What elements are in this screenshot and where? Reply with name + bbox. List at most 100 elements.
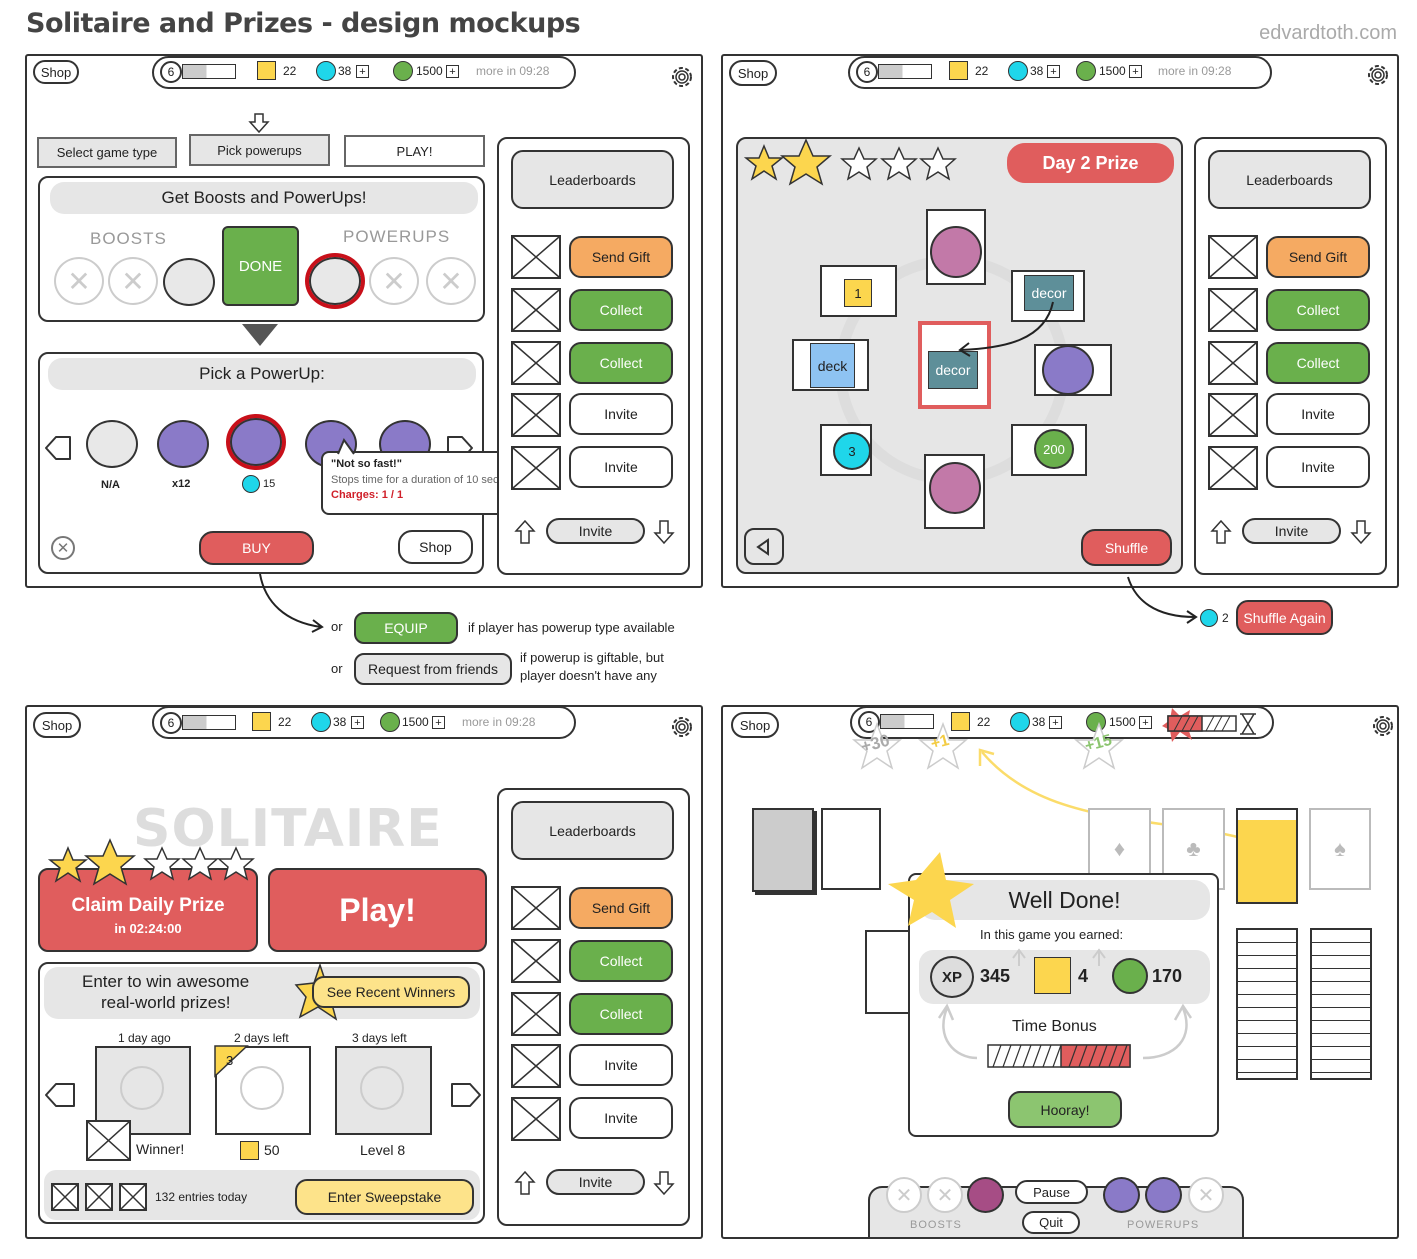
active-powerup[interactable] [1103, 1177, 1140, 1213]
invite-button[interactable]: Invite [569, 446, 673, 488]
powerup-slot-selected[interactable] [305, 253, 365, 309]
empty-powerup-slot-icon[interactable]: ✕ [426, 257, 476, 305]
arrow-up-icon[interactable] [514, 1170, 536, 1196]
enter-sweepstake-button[interactable]: Enter Sweepstake [295, 1179, 474, 1215]
tableau-pile[interactable] [1310, 928, 1372, 1080]
prize-time-label: 3 days left [352, 1031, 407, 1045]
send-gift-button[interactable]: Send Gift [1266, 236, 1370, 278]
add-gems-button[interactable]: + [351, 716, 364, 729]
arrow-right-icon[interactable] [450, 1081, 482, 1109]
add-gems-button[interactable]: + [1047, 65, 1060, 78]
collect-button[interactable]: Collect [569, 289, 673, 331]
shop-button[interactable]: Shop [398, 530, 473, 564]
hooray-button[interactable]: Hooray! [1008, 1091, 1122, 1128]
gem-count: 38 [338, 64, 352, 78]
request-from-friends-button[interactable]: Request from friends [354, 653, 512, 685]
powerup-na[interactable] [86, 420, 138, 468]
tableau-pile[interactable] [865, 930, 910, 1014]
arrow-down-icon[interactable] [653, 519, 675, 545]
level-badge: 6 [858, 711, 880, 733]
gear-icon[interactable] [1370, 713, 1396, 739]
empty-boost-slot-icon[interactable]: ✕ [108, 257, 158, 305]
arrow-up-icon[interactable] [514, 519, 536, 545]
powerup-prize [1042, 345, 1094, 395]
gear-icon[interactable] [1365, 62, 1391, 88]
foundation-highlighted[interactable] [1236, 808, 1298, 904]
shuffle-again-button[interactable]: Shuffle Again [1236, 600, 1333, 635]
leaderboards-button[interactable]: Leaderboards [511, 150, 674, 209]
friend-avatar-placeholder [511, 1097, 561, 1141]
shop-button[interactable]: Shop [33, 60, 79, 84]
arrow-down-icon[interactable] [653, 1170, 675, 1196]
buy-button[interactable]: BUY [199, 531, 314, 565]
see-recent-winners-button[interactable]: See Recent Winners [312, 976, 470, 1008]
waste-pile[interactable] [821, 808, 881, 890]
invite-button[interactable]: Invite [569, 1044, 673, 1086]
foundation-spade[interactable]: ♠ [1309, 808, 1371, 890]
gold-icon [1034, 957, 1071, 994]
play-button[interactable]: Play! [268, 868, 487, 952]
leaderboards-button[interactable]: Leaderboards [1208, 150, 1371, 209]
add-gems-button[interactable]: + [356, 65, 369, 78]
leaderboards-button[interactable]: Leaderboards [511, 801, 674, 860]
empty-boost-slot-icon[interactable]: ✕ [927, 1177, 963, 1213]
invite-button[interactable]: Invite [546, 518, 645, 544]
empty-boost-slot-icon[interactable]: ✕ [54, 257, 104, 305]
shop-button[interactable]: Shop [33, 712, 81, 738]
invite-button[interactable]: Invite [569, 393, 673, 435]
tab-select-game-type[interactable]: Select game type [37, 137, 177, 168]
collect-button[interactable]: Collect [569, 342, 673, 384]
add-coins-button[interactable]: + [432, 716, 445, 729]
done-button[interactable]: DONE [222, 226, 299, 306]
coin-count: 1500 [1109, 715, 1136, 729]
send-gift-button[interactable]: Send Gift [569, 236, 673, 278]
invite-button[interactable]: Invite [1266, 446, 1370, 488]
gear-icon[interactable] [669, 64, 695, 90]
shop-button[interactable]: Shop [729, 60, 777, 86]
quit-button[interactable]: Quit [1022, 1211, 1080, 1234]
invite-button[interactable]: Invite [546, 1169, 645, 1195]
arrow-up-icon[interactable] [1210, 519, 1232, 545]
collect-button[interactable]: Collect [569, 940, 673, 982]
invite-button[interactable]: Invite [1242, 518, 1341, 544]
invite-button[interactable]: Invite [1266, 393, 1370, 435]
empty-powerup-slot-icon[interactable]: ✕ [369, 257, 419, 305]
tableau-pile[interactable] [1236, 928, 1298, 1080]
collect-button[interactable]: Collect [1266, 342, 1370, 384]
collect-button[interactable]: Collect [569, 993, 673, 1035]
add-coins-button[interactable]: + [446, 65, 459, 78]
powerup-selected[interactable] [226, 414, 286, 470]
arrow-left-icon[interactable] [44, 1081, 76, 1109]
empty-powerup-slot-icon[interactable]: ✕ [1188, 1177, 1224, 1213]
add-coins-button[interactable]: + [1129, 65, 1142, 78]
equip-button[interactable]: EQUIP [354, 612, 458, 644]
shuffle-button[interactable]: Shuffle [1081, 529, 1172, 566]
tab-play[interactable]: PLAY! [344, 135, 485, 167]
send-gift-button[interactable]: Send Gift [569, 887, 673, 929]
active-boost[interactable] [967, 1177, 1004, 1213]
add-gems-button[interactable]: + [1049, 716, 1062, 729]
tooltip-description: Stops time for a duration of 10 seconds. [331, 474, 526, 486]
powerups-label: POWERUPS [343, 227, 451, 246]
empty-boost-slot-icon[interactable]: ✕ [886, 1177, 922, 1213]
back-icon[interactable] [744, 528, 784, 565]
shop-button[interactable]: Shop [731, 712, 779, 738]
arrow-down-icon[interactable] [1350, 519, 1372, 545]
gold-count: 22 [283, 64, 297, 78]
add-coins-button[interactable]: + [1139, 716, 1152, 729]
pause-button[interactable]: Pause [1015, 1180, 1088, 1204]
close-icon[interactable]: ✕ [51, 536, 75, 560]
claim-daily-prize-button[interactable]: Claim Daily Prize in 02:24:00 [38, 868, 258, 952]
arrow-left-icon[interactable] [44, 434, 72, 462]
powerup-na-label: N/A [101, 479, 120, 491]
invite-button[interactable]: Invite [569, 1097, 673, 1139]
flow-arrow [255, 572, 325, 633]
gear-icon[interactable] [669, 714, 695, 740]
stock-pile[interactable] [752, 808, 814, 892]
boost-slot[interactable] [163, 258, 215, 306]
tab-pick-powerups[interactable]: Pick powerups [189, 134, 330, 166]
powerup-x12[interactable] [157, 420, 209, 468]
active-powerup[interactable] [1145, 1177, 1182, 1213]
entry-count-badge [213, 1044, 249, 1078]
collect-button[interactable]: Collect [1266, 289, 1370, 331]
